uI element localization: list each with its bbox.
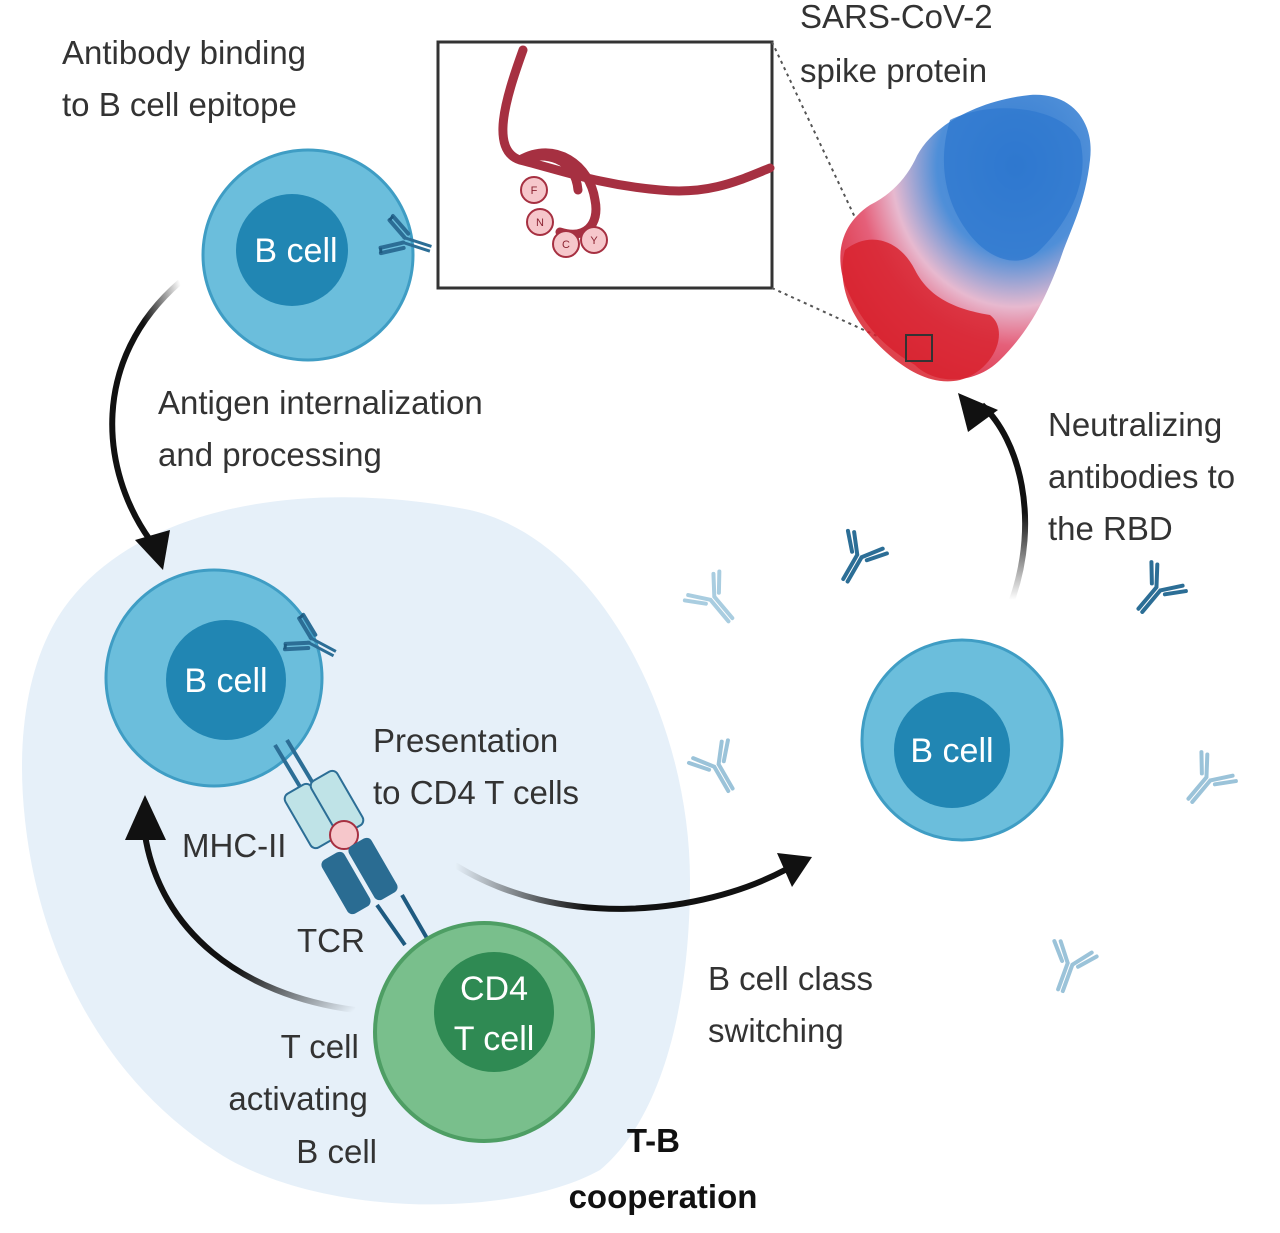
free-antibody-3	[681, 567, 750, 637]
free-antibody-1	[823, 527, 890, 594]
activation-arrow	[142, 834, 356, 1013]
antigen-peptide	[329, 820, 359, 850]
cd4-label-line2: T cell	[454, 1020, 535, 1058]
free-antibody-2	[1121, 558, 1190, 627]
svg-text:N: N	[536, 217, 544, 229]
internalization-arrow	[109, 279, 182, 542]
b-cell-top: B cell	[201, 148, 415, 362]
b-cell-right-label: B cell	[910, 732, 993, 770]
free-antibody-4	[685, 736, 752, 803]
presentation-label: Presentation to CD4 T cells	[373, 722, 579, 811]
neutralizing-label: Neutralizing antibodies to the RBD	[1048, 406, 1244, 547]
b-cell-top-label: B cell	[254, 232, 337, 270]
free-antibody-6	[1037, 937, 1100, 1000]
epitope-residues: F N C Y	[520, 176, 608, 258]
mhc-tcr-complex	[273, 738, 430, 947]
epitope-inset-box	[436, 40, 774, 290]
t-cell-activating-label: T cell activating B cell	[228, 1028, 377, 1170]
activation-arrowhead	[125, 795, 166, 840]
cd4-t-cell: CD4 T cell	[373, 921, 595, 1143]
b-cell-left-label: B cell	[184, 662, 267, 700]
b-cell-left: B cell	[104, 568, 324, 788]
svg-text:C: C	[562, 239, 570, 251]
internalization-arrowhead	[135, 530, 170, 570]
mhc-ii-label: MHC-II	[182, 827, 286, 864]
epitope-residue-c: C	[552, 230, 580, 258]
svg-text:Y: Y	[590, 235, 598, 247]
spike-protein-label: SARS-CoV-2 spike protein	[800, 0, 1002, 89]
free-antibody-5	[1171, 748, 1240, 817]
zoom-line-top	[771, 41, 913, 339]
epitope-residue-y: Y	[580, 226, 608, 254]
internalization-label: Antigen internalization and processing	[158, 384, 492, 473]
peptide-chain	[498, 45, 775, 239]
spike-rbd-box	[905, 334, 933, 362]
class-switching-arrow	[453, 862, 787, 912]
t-b-cooperation-label: T-B cooperation	[569, 1122, 758, 1215]
neutralizing-arrow	[979, 402, 1029, 601]
antibody-binding-label: Antibody binding to B cell epitope	[62, 34, 315, 123]
epitope-residue-n: N	[526, 208, 554, 236]
cd4-label-line1: CD4	[460, 970, 528, 1008]
class-switching-label: B cell class switching	[708, 960, 882, 1049]
neutralizing-arrowhead	[958, 393, 998, 432]
spike-protein	[840, 94, 1091, 382]
svg-text:F: F	[531, 185, 538, 197]
epitope-residue-f: F	[520, 176, 548, 204]
class-switching-arrowhead	[777, 853, 812, 887]
b-cell-right: B cell	[860, 638, 1064, 842]
tcr-label: TCR	[297, 922, 365, 959]
